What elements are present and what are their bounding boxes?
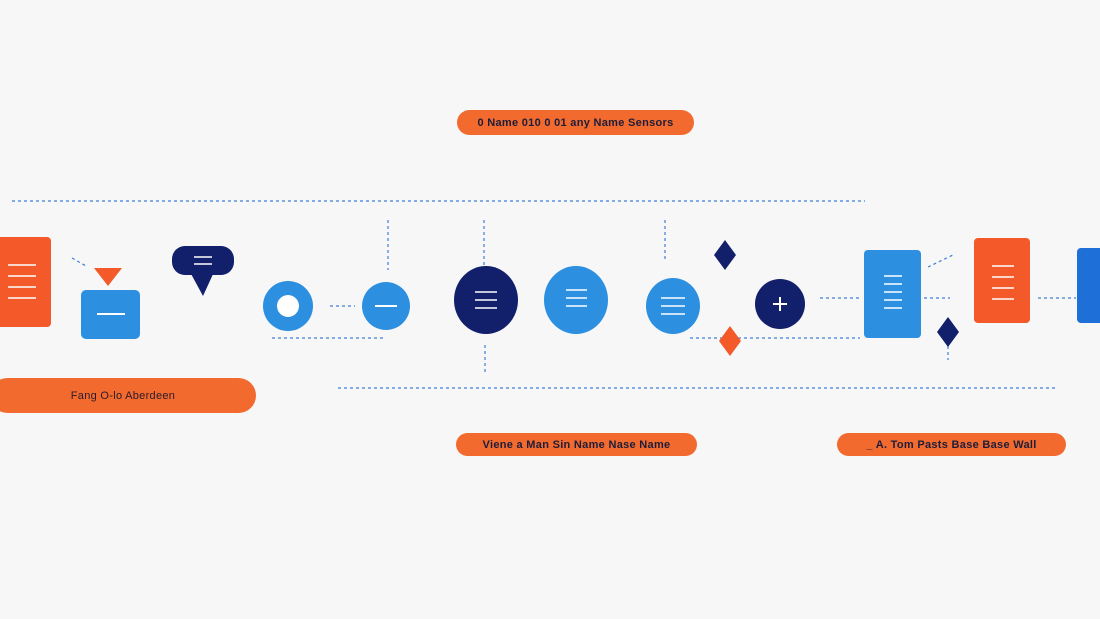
down-triangle-icon	[94, 268, 122, 286]
diagonal-connector	[71, 257, 87, 267]
plus-circle-icon	[755, 279, 805, 329]
speech-bubble-icon	[172, 246, 234, 296]
ring-icon	[263, 281, 313, 331]
diamond-icon	[937, 317, 959, 347]
label-bottom-right: _ A. Tom Pasts Base Base Wall	[837, 433, 1066, 456]
list-circle-icon	[454, 266, 518, 334]
list-circle-icon	[646, 278, 700, 334]
document-icon	[974, 238, 1030, 323]
diamond-icon	[714, 240, 736, 270]
diagonal-connector	[927, 253, 956, 268]
document-icon	[864, 250, 921, 338]
minus-circle-icon	[362, 282, 410, 330]
label-bottom-center: Viene a Man Sin Name Nase Name	[456, 433, 697, 456]
document-icon	[1077, 248, 1100, 323]
label-top: 0 Name 010 0 01 any Name Sensors	[457, 110, 694, 135]
document-icon	[0, 237, 51, 327]
connector-lines	[12, 200, 1076, 389]
card-icon	[81, 290, 140, 339]
list-circle-icon	[544, 266, 608, 334]
label-left: Fang O-lo Aberdeen	[0, 378, 256, 413]
diamond-icon	[719, 326, 741, 356]
